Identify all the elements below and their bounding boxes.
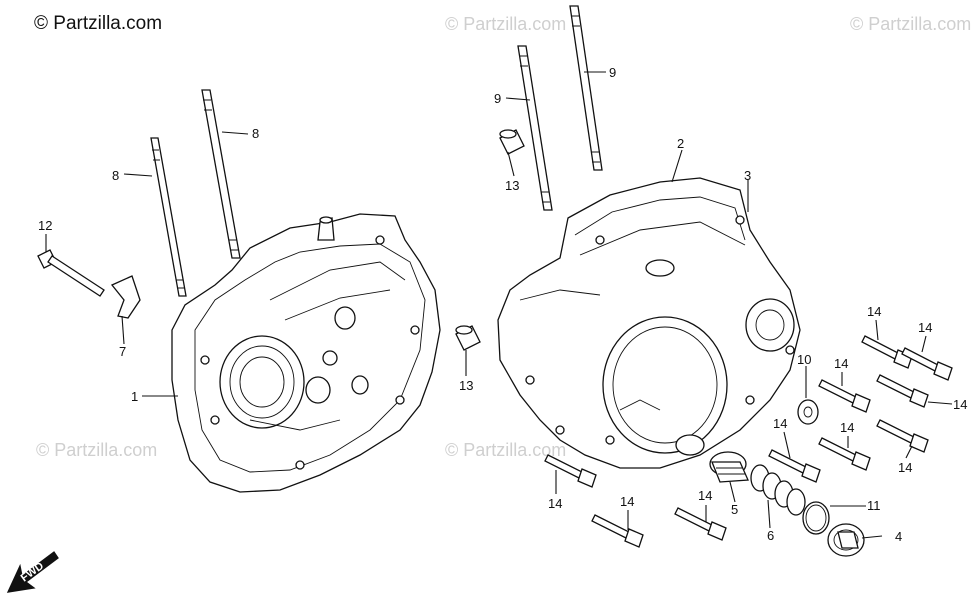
- forward-arrow-icon: FWD: [6, 551, 59, 593]
- callout-11: 11: [867, 498, 881, 513]
- callout-9: 9: [494, 91, 501, 106]
- brand-watermark: © Partzilla.com: [34, 13, 163, 34]
- stud-bolt-9b: [569, 5, 603, 171]
- callout-10: 10: [797, 352, 811, 367]
- callout-14: 14: [834, 356, 848, 371]
- dowel-13a: [499, 129, 525, 155]
- watermark: © Partzilla.com: [850, 14, 972, 34]
- bolts-14: [544, 335, 953, 548]
- callout-5: 5: [731, 502, 738, 517]
- watermark: © Partzilla.com: [445, 440, 567, 460]
- callout-2: 2: [677, 136, 684, 151]
- oil-strainer-5: [709, 451, 749, 483]
- leader-lines: [45, 71, 953, 539]
- left-crankcase: [171, 213, 441, 493]
- callout-4: 4: [895, 529, 902, 544]
- bolt-12: [37, 249, 105, 297]
- callout-3: 3: [744, 168, 751, 183]
- callout-13: 13: [459, 378, 473, 393]
- clamp-7: [110, 275, 141, 319]
- callout-14: 14: [918, 320, 932, 335]
- callout-9: 9: [609, 65, 616, 80]
- callout-14: 14: [773, 416, 787, 431]
- stud-bolt-9a: [517, 45, 553, 211]
- stud-bolt-8a: [150, 137, 187, 297]
- callout-14: 14: [867, 304, 881, 319]
- dowel-13b: [455, 325, 481, 351]
- callout-8: 8: [252, 126, 259, 141]
- callout-6: 6: [767, 528, 774, 543]
- callout-14: 14: [898, 460, 912, 475]
- callout-14: 14: [840, 420, 854, 435]
- right-crankcase: [497, 177, 801, 469]
- callout-14: 14: [620, 494, 634, 509]
- spring-6: [750, 464, 806, 516]
- watermark: © Partzilla.com: [445, 14, 567, 34]
- stud-bolt-8b: [201, 89, 241, 259]
- callout-7: 7: [119, 344, 126, 359]
- callout-8: 8: [112, 168, 119, 183]
- callout-14: 14: [698, 488, 712, 503]
- washer-10: [797, 399, 819, 425]
- callout-1: 1: [131, 389, 138, 404]
- o-ring-11: [802, 501, 830, 535]
- watermark: © Partzilla.com: [36, 440, 158, 460]
- callout-14: 14: [953, 397, 967, 412]
- callout-13: 13: [505, 178, 519, 193]
- callout-14: 14: [548, 496, 562, 511]
- callout-12: 12: [38, 218, 52, 233]
- cap-4: [827, 523, 865, 557]
